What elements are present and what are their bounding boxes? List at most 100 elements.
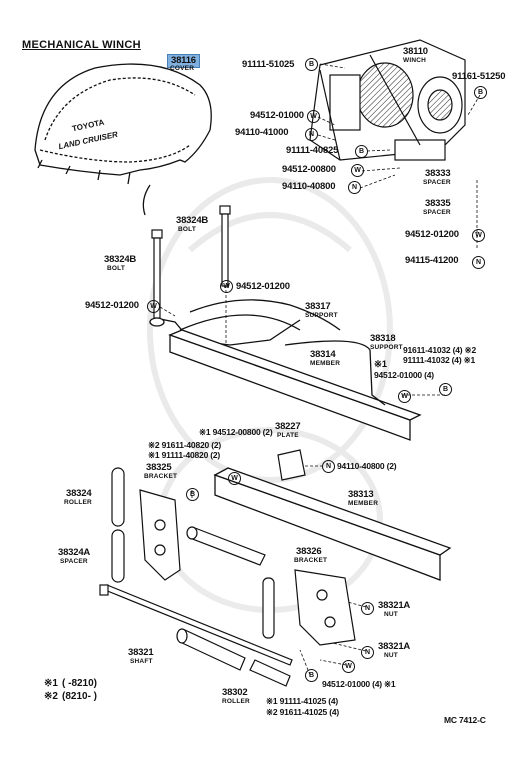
- nut-symbol: N: [348, 181, 361, 194]
- fastener-94110-40800-2[interactable]: 94110-40800 (2): [337, 461, 397, 471]
- fastener-91161-51250[interactable]: 91161-51250: [452, 71, 506, 82]
- fastener-94512-01200-left[interactable]: 94512-01200: [85, 300, 139, 311]
- legend-mark-1: ※1: [44, 678, 58, 689]
- part-38321a-top-name: NUT: [384, 611, 398, 618]
- cover-part: [34, 63, 212, 216]
- part-38110-name: WINCH: [403, 57, 427, 64]
- fastener-91111-40820[interactable]: ※1 91111-40820 (2): [148, 450, 221, 460]
- fastener-94512-01200-top[interactable]: 94512-01200: [236, 281, 290, 292]
- plate-38227: [277, 449, 306, 481]
- legend-text-1: ( -8210): [62, 678, 98, 689]
- part-38302-name: ROLLER: [222, 698, 250, 705]
- member-38314: [168, 329, 422, 441]
- legend-mark-2: ※2: [44, 691, 58, 702]
- part-38321a-bottom-number[interactable]: 38321A: [378, 641, 411, 652]
- fastener-94110-41000[interactable]: 94110-41000: [235, 127, 289, 138]
- fastener-94512-00800-2[interactable]: ※1 94512-00800 (2): [199, 427, 273, 437]
- part-38335-number[interactable]: 38335: [425, 198, 451, 209]
- fastener-91611-41032[interactable]: 91611-41032 (4) ※2: [403, 345, 476, 355]
- roller-38324: [111, 467, 125, 527]
- part-38324-number[interactable]: 38324: [66, 488, 92, 499]
- fastener-94512-01000[interactable]: 94512-01000: [250, 110, 304, 121]
- washer-symbol: W: [147, 300, 160, 313]
- part-38324-name: ROLLER: [64, 499, 92, 506]
- washer-symbol: W: [472, 229, 485, 242]
- part-38325-number[interactable]: 38325: [146, 462, 172, 473]
- part-38333-name: SPACER: [423, 179, 451, 186]
- roller-38302: [176, 526, 291, 687]
- spacer-38324a: [111, 529, 125, 583]
- part-38321a-top-number[interactable]: 38321A: [378, 600, 411, 611]
- part-38335-name: SPACER: [423, 209, 451, 216]
- bolt-symbol: B: [305, 669, 318, 682]
- fastener-94512-01000-4b[interactable]: 94512-01000 (4) ※1: [322, 679, 396, 689]
- bracket-38326: [294, 569, 356, 646]
- part-38324b-left-number[interactable]: 38324B: [104, 254, 137, 265]
- bolt-symbol: B: [305, 58, 318, 71]
- spacer-vertical: [262, 577, 275, 639]
- bolt-symbol: B: [474, 86, 487, 99]
- bolt-symbol: B: [186, 488, 199, 501]
- part-38318-name: SUPPORT: [370, 344, 403, 351]
- fastener-91111-41025[interactable]: ※1 91111-41025 (4): [266, 696, 339, 706]
- note-mark-1: ※1: [374, 359, 387, 370]
- part-38324b-right-number[interactable]: 38324B: [176, 215, 209, 226]
- part-38314-name: MEMBER: [310, 360, 341, 367]
- fastener-91111-40825[interactable]: 91111-40825: [286, 145, 339, 156]
- legend-text-2: (8210- ): [62, 691, 98, 702]
- part-38321-number[interactable]: 38321: [128, 647, 154, 658]
- part-38314-number[interactable]: 38314: [310, 349, 336, 360]
- shaft-38321: [99, 584, 293, 666]
- part-38324b-left-name: BOLT: [107, 265, 126, 272]
- part-38317-name: SUPPORT: [305, 312, 338, 319]
- part-38321a-bottom-name: NUT: [384, 652, 398, 659]
- fastener-94512-01200-right[interactable]: 94512-01200: [405, 229, 459, 240]
- part-38326-name: BRACKET: [294, 557, 328, 564]
- part-38313-number[interactable]: 38313: [348, 489, 374, 500]
- part-38325-name: BRACKET: [144, 473, 178, 480]
- fastener-91111-51025[interactable]: 91111-51025: [242, 59, 295, 70]
- fastener-94110-40800[interactable]: 94110-40800: [282, 181, 336, 192]
- fastener-94512-01000-4[interactable]: 94512-01000 (4): [374, 370, 434, 380]
- fastener-94512-00800[interactable]: 94512-00800: [282, 164, 336, 175]
- nut-symbol: N: [361, 646, 374, 659]
- part-38324a-number[interactable]: 38324A: [58, 547, 91, 558]
- washer-symbol: W: [220, 280, 233, 293]
- nut-symbol: N: [322, 460, 335, 473]
- nut-symbol: N: [305, 128, 318, 141]
- part-38324b-right-name: BOLT: [178, 226, 197, 233]
- part-38116-number[interactable]: 38116: [167, 54, 200, 68]
- diagram-title: MECHANICAL WINCH: [22, 39, 141, 51]
- part-38318-number[interactable]: 38318: [370, 333, 396, 344]
- part-38302-number[interactable]: 38302: [222, 687, 248, 698]
- washer-symbol: W: [398, 390, 411, 403]
- washer-symbol: W: [342, 660, 355, 673]
- part-38227-name: PLATE: [277, 432, 299, 439]
- part-38313-name: MEMBER: [348, 500, 379, 507]
- part-38227-number[interactable]: 38227: [275, 421, 301, 432]
- part-38110-number[interactable]: 38110: [403, 46, 428, 57]
- part-38333-number[interactable]: 38333: [425, 168, 451, 179]
- fastener-91611-41025[interactable]: ※2 91611-41025 (4): [266, 707, 339, 717]
- part-38317-number[interactable]: 38317: [305, 301, 331, 312]
- fastener-91611-40820[interactable]: ※2 91611-40820 (2): [148, 440, 221, 450]
- fastener-91111-41032[interactable]: 91111-41032 (4) ※1: [403, 355, 476, 365]
- nut-symbol: N: [472, 256, 485, 269]
- bracket-38325: [139, 489, 181, 581]
- bolt-symbol: B: [355, 145, 368, 158]
- winch-part: [309, 39, 466, 161]
- fastener-94115-41200[interactable]: 94115-41200: [405, 255, 459, 266]
- washer-symbol: W: [228, 472, 241, 485]
- washer-symbol: W: [307, 110, 320, 123]
- diagram-code: MC 7412-C: [444, 715, 486, 725]
- bolt-right: [219, 205, 231, 287]
- nut-symbol: N: [361, 602, 374, 615]
- support-38318: [284, 340, 386, 406]
- bolt-symbol: B: [439, 383, 452, 396]
- part-38321-name: SHAFT: [130, 658, 153, 665]
- part-38324a-name: SPACER: [60, 558, 88, 565]
- washer-symbol: W: [351, 164, 364, 177]
- part-38326-number[interactable]: 38326: [296, 546, 322, 557]
